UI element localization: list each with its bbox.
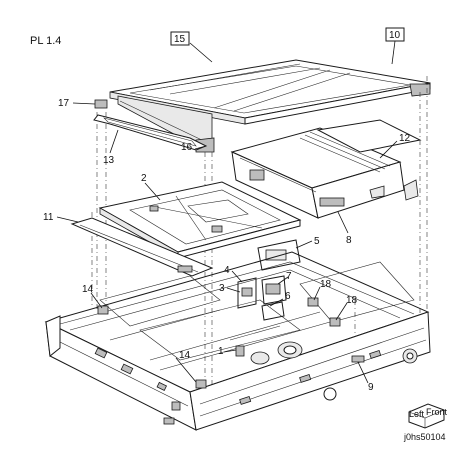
callout-2: 2	[141, 173, 147, 184]
controller-box	[230, 119, 422, 219]
callout-box-10	[385, 27, 405, 42]
rail-bracket	[70, 217, 214, 277]
callout-14-upper: 14	[82, 284, 94, 295]
mounting-plate	[98, 181, 302, 259]
callout-15: 15	[174, 34, 186, 45]
platen-glass-assembly	[109, 59, 431, 153]
callout-12: 12	[399, 133, 411, 144]
callout-13: 13	[103, 155, 115, 166]
callout-16: 16	[181, 142, 193, 153]
callout-17: 17	[58, 98, 70, 109]
callout-11: 11	[43, 212, 54, 223]
orientation-icon: Left Front	[408, 403, 448, 429]
drawing-code: j0hs50104	[403, 432, 446, 442]
plate-number: PL 1.4	[30, 35, 61, 47]
orientation-front-label: Front	[426, 407, 448, 417]
main-chassis	[44, 251, 431, 431]
callout-3: 3	[219, 283, 225, 294]
callout-box-15	[170, 31, 190, 46]
callout-6: 6	[285, 291, 291, 302]
callout-1: 1	[218, 346, 224, 357]
callout-7: 7	[286, 271, 292, 282]
orientation-left-label: Left	[409, 409, 425, 419]
callout-9: 9	[368, 382, 374, 393]
callout-18-lower: 18	[346, 295, 358, 306]
callout-14-lower: 14	[179, 350, 191, 361]
callout-5: 5	[314, 236, 320, 247]
callout-18-upper: 18	[320, 279, 332, 290]
callout-8: 8	[346, 235, 352, 246]
side-frame-part	[93, 99, 208, 151]
callout-10: 10	[389, 30, 401, 41]
callout-4: 4	[224, 265, 230, 276]
leader-lines	[56, 40, 398, 384]
